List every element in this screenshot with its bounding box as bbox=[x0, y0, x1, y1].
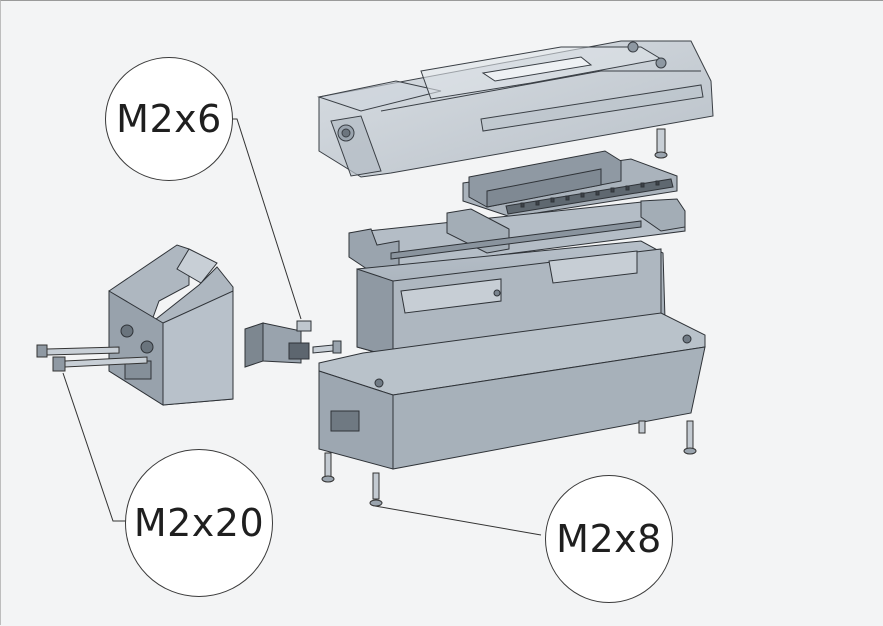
leader-m2x6 bbox=[227, 118, 302, 320]
long-screws bbox=[36, 344, 148, 372]
callout-m2x8: M2x8 bbox=[545, 475, 673, 603]
bottom-base bbox=[318, 312, 706, 470]
base-screws bbox=[321, 420, 697, 507]
clamp-frame bbox=[348, 198, 686, 274]
switch-assembly bbox=[244, 320, 342, 368]
pcb-module bbox=[462, 150, 678, 218]
callout-m2x20: M2x20 bbox=[125, 449, 273, 597]
callout-m2x6: M2x6 bbox=[105, 57, 233, 181]
lid-screw bbox=[654, 128, 668, 159]
clip-bracket bbox=[108, 244, 234, 406]
translucent-top-lid bbox=[317, 40, 714, 178]
leader-m2x8 bbox=[374, 505, 542, 536]
leader-m2x20 bbox=[62, 372, 129, 522]
